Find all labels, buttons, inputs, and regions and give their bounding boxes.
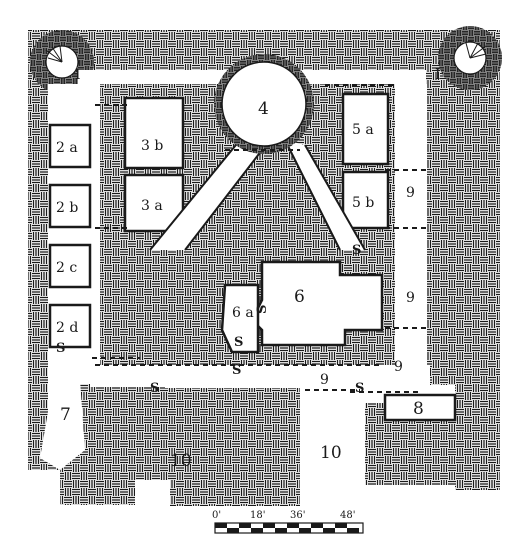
secret-door-marker: S <box>355 381 364 396</box>
room-2c <box>48 243 92 289</box>
room-2d <box>48 303 92 349</box>
room-6a <box>220 283 260 354</box>
label-tower-right: I <box>435 67 441 83</box>
rooms <box>48 92 457 422</box>
room-5b <box>341 170 390 230</box>
label-room-6: 6 <box>294 287 305 307</box>
doorways <box>92 84 428 393</box>
label-room-2d: 2 d <box>56 320 78 336</box>
label-area-10-left: 10 <box>170 451 192 471</box>
room-2b <box>48 183 92 229</box>
label-area-10-right: 10 <box>320 443 342 463</box>
label-passage-9: 9 <box>406 290 415 306</box>
label-passage-9: 9 <box>320 372 329 388</box>
room-2a <box>48 123 92 169</box>
label-room-2c: 2 c <box>56 260 77 276</box>
secret-door-marker: S <box>150 381 159 396</box>
label-room-2a: 2 a <box>56 140 78 156</box>
secret-door-marker: S <box>234 335 243 350</box>
central-tower <box>149 54 366 251</box>
scale-tick-48: 48' <box>340 510 355 521</box>
room-5a <box>341 92 390 166</box>
label-room-6a: 6 a <box>232 305 254 321</box>
label-tower-4: 4 <box>258 99 269 119</box>
scale-bar: 0' 18' 36' 48' <box>212 510 364 534</box>
label-passage-9: 9 <box>406 185 415 201</box>
room-3b <box>123 96 185 170</box>
label-room-2b: 2 b <box>56 200 78 216</box>
outer-walls <box>28 30 500 490</box>
scale-tick-0: 0' <box>212 510 221 521</box>
label-room-3a: 3 a <box>141 198 163 214</box>
corner-tower-right <box>438 26 502 90</box>
secret-door-marker: S <box>56 341 65 356</box>
label-area-7: 7 <box>60 405 71 425</box>
label-passage-9: 9 <box>394 359 403 375</box>
secret-door-marker: S <box>255 305 270 314</box>
room-8 <box>383 393 457 422</box>
label-room-3b: 3 b <box>141 138 163 154</box>
secret-door-marker: S <box>232 363 241 378</box>
scale-tick-18: 18' <box>250 510 265 521</box>
label-room-5b: 5 b <box>352 195 374 211</box>
label-room-5a: 5 a <box>352 122 374 138</box>
label-room-8: 8 <box>413 399 424 419</box>
labels: I I 2 a 2 b 2 c 2 d 3 b 3 a 4 5 a 5 b 6 … <box>56 67 441 471</box>
scale-tick-36: 36' <box>290 510 305 521</box>
label-tower-left: I <box>75 67 81 83</box>
secret-door-marker: S <box>352 243 361 258</box>
